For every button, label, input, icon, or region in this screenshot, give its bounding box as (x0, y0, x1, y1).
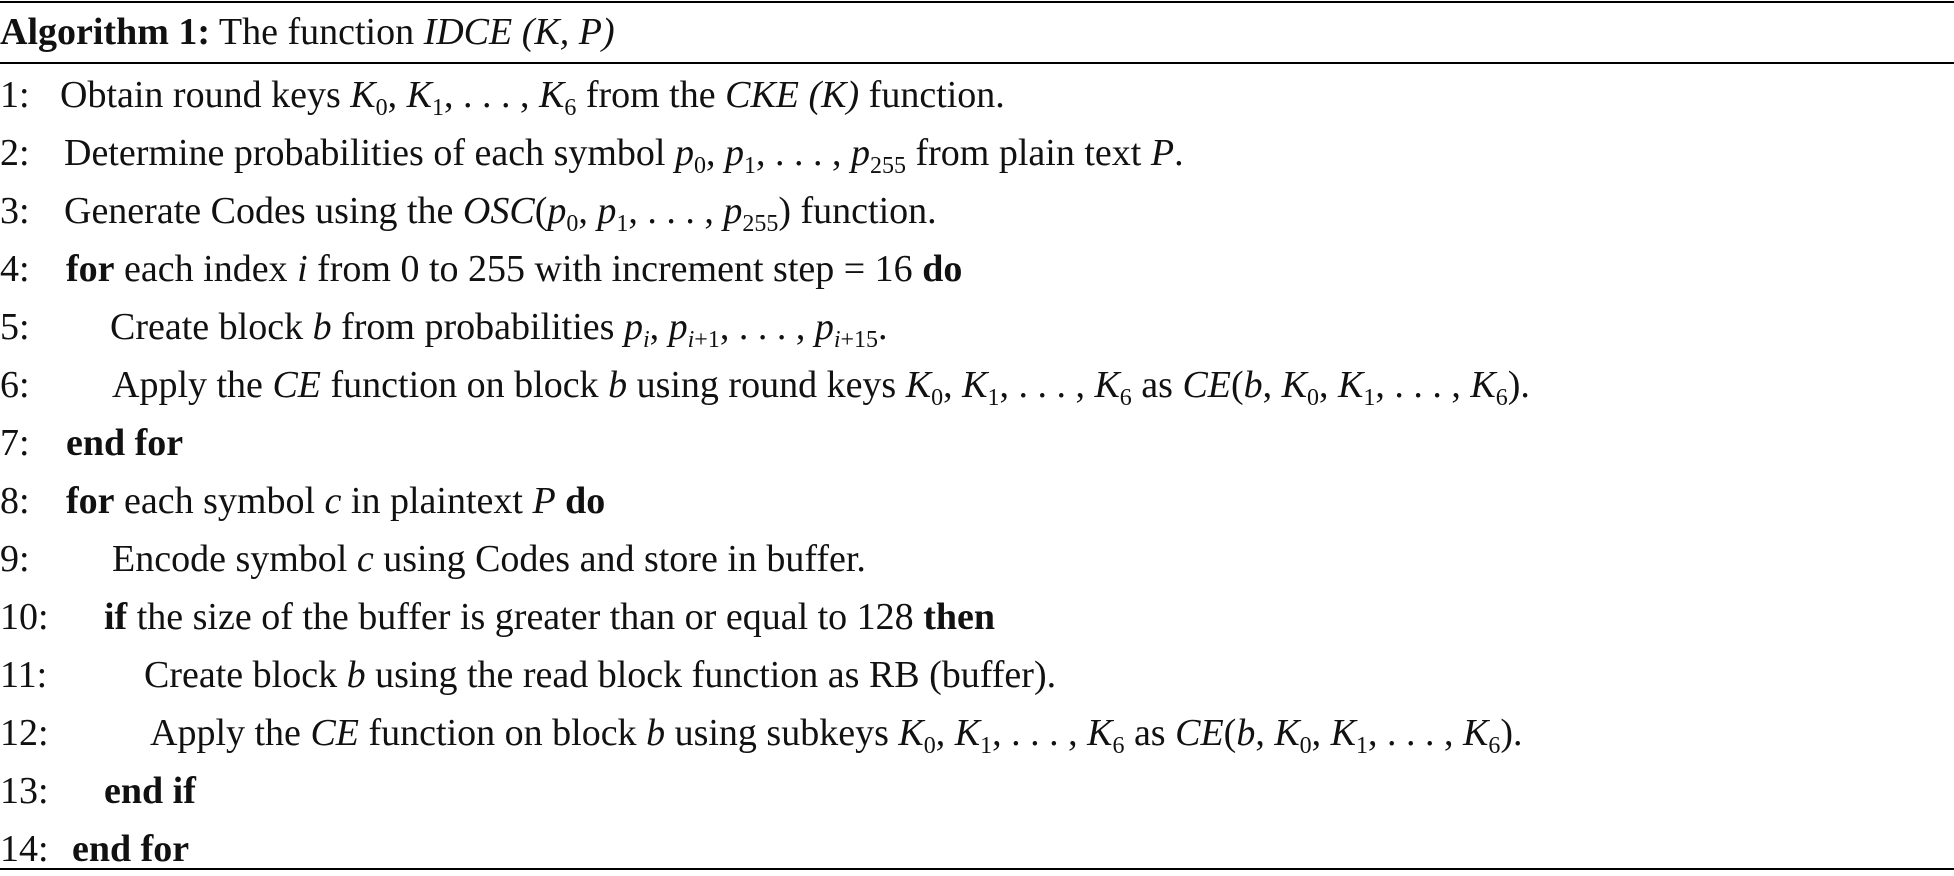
algorithm-function-args: (K, P) (521, 11, 615, 53)
line-number: 11: (0, 654, 48, 696)
bottom-rule (0, 868, 1954, 870)
line-text: Generate Codes using the OSC(p0, p1, . .… (64, 190, 937, 237)
line-text: Obtain round keys K0, K1, . . . , K6 fro… (60, 74, 1005, 121)
line-number: 1: (0, 74, 30, 116)
algorithm-line: 1: Obtain round keys K0, K1, . . . , K6 … (0, 68, 1005, 122)
line-number: 14: (0, 828, 49, 870)
algorithm-line: 10: if the size of the buffer is greater… (0, 590, 995, 644)
line-number: 13: (0, 770, 49, 812)
header-rule (0, 62, 1954, 64)
algorithm-line: 5: Create block b from probabilities pi,… (0, 300, 888, 354)
line-text: end for (72, 828, 190, 870)
algorithm-line: 13: end if (0, 764, 196, 818)
algorithm-label: Algorithm 1: (0, 11, 211, 53)
line-text: for each index i from 0 to 255 with incr… (66, 248, 963, 290)
line-text: Create block b using the read block func… (144, 654, 1057, 696)
algorithm-line: 14: end for (0, 822, 189, 876)
line-number: 9: (0, 538, 30, 580)
algorithm-line: 12: Apply the CE function on block b usi… (0, 706, 1523, 760)
line-number: 7: (0, 422, 30, 464)
algorithm-line: 7: end for (0, 416, 183, 470)
line-number: 12: (0, 712, 49, 754)
line-text: for each symbol c in plaintext P do (66, 480, 606, 522)
line-number: 4: (0, 248, 30, 290)
algorithm-line: 6: Apply the CE function on block b usin… (0, 358, 1530, 412)
line-text: end if (104, 770, 196, 812)
top-rule (0, 1, 1954, 3)
line-number: 5: (0, 306, 30, 348)
line-text: Apply the CE function on block b using s… (150, 712, 1523, 759)
line-number: 8: (0, 480, 30, 522)
algorithm-title-prefix: The function (218, 11, 415, 53)
line-text: end for (66, 422, 184, 464)
line-text: Encode symbol c using Codes and store in… (112, 538, 866, 580)
line-number: 10: (0, 596, 49, 638)
line-text: Determine probabilities of each symbol p… (64, 132, 1184, 179)
algorithm-line: 9: Encode symbol c using Codes and store… (0, 532, 866, 586)
line-number: 3: (0, 190, 30, 232)
line-text: Apply the CE function on block b using r… (112, 364, 1530, 411)
line-number: 2: (0, 132, 30, 174)
algorithm-title: Algorithm 1: The function IDCE (K, P) (0, 6, 615, 58)
algorithm-function-name: IDCE (423, 11, 513, 53)
algorithm-line: 11: Create block b using the read block … (0, 648, 1056, 702)
algorithm-line: 2: Determine probabilities of each symbo… (0, 126, 1184, 180)
line-text: Create block b from probabilities pi, pi… (110, 306, 888, 353)
algorithm-line: 8: for each symbol c in plaintext P do (0, 474, 605, 528)
line-text: if the size of the buffer is greater tha… (104, 596, 995, 638)
algorithm-line: 3: Generate Codes using the OSC(p0, p1, … (0, 184, 937, 238)
line-number: 6: (0, 364, 30, 406)
algorithm-line: 4: for each index i from 0 to 255 with i… (0, 242, 962, 296)
